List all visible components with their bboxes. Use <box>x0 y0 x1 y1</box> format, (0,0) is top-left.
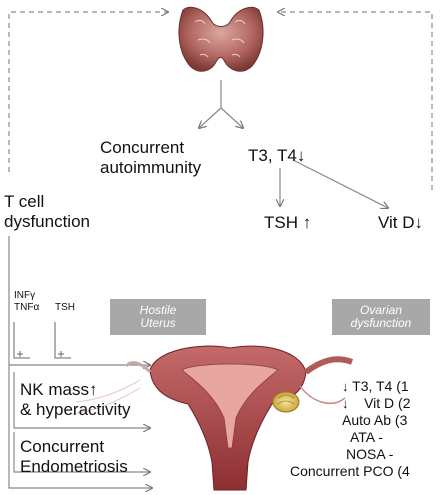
cytokine-graph-label: INFγ TNFα <box>14 290 40 313</box>
ovarian-factor-item: ATA - <box>350 429 383 445</box>
thyroid-split-arrows <box>199 80 243 128</box>
uterus-image <box>69 345 354 491</box>
ovarian-factor-item: Auto Ab (3 <box>342 412 408 428</box>
cytokine-mini-graph <box>13 322 30 359</box>
ovarian-factor-item: NOSA - <box>346 446 394 462</box>
up-arrow-icon: ↑ <box>302 213 312 232</box>
dashed-feedback-right <box>278 12 433 190</box>
tsh-label: TSH ↑ <box>264 213 312 232</box>
down-arrow-icon: ↓ <box>342 396 349 411</box>
down-arrow-icon: ↓ <box>296 146 306 165</box>
endometriosis-bracket <box>13 432 150 472</box>
nk-bracket <box>13 372 150 428</box>
thyroid-gland-image <box>178 6 264 72</box>
ovarian-dysfunction-box: Ovarian dysfunction <box>332 299 430 335</box>
ovarian-factor-item: ↓ T3, T4 (1 <box>342 378 409 394</box>
ovarian-factor-item: ↓ Vit D (2 <box>342 395 411 411</box>
hostile-uterus-box: Hostile Uterus <box>110 299 206 335</box>
t-cell-dysfunction-label: T cell dysfunction <box>4 192 90 231</box>
dashed-feedback-left <box>8 12 168 172</box>
tsh-mini-graph <box>54 322 71 359</box>
tsh-graph-label: TSH <box>55 302 75 313</box>
down-arrow-icon: ↓ <box>342 379 349 394</box>
t3-t4-outgoing-arrows <box>280 159 388 208</box>
t3-t4-label: T3, T4↓ <box>248 146 306 165</box>
down-arrow-icon: ↓ <box>414 213 424 232</box>
concurrent-autoimmunity-label: Concurrent autoimmunity <box>100 138 202 177</box>
ovarian-factor-item: Concurrent PCO (4 <box>290 463 410 479</box>
up-arrow-icon: ↑ <box>88 380 98 399</box>
vit-d-label: Vit D↓ <box>378 213 424 232</box>
ovarian-factor-list: ↓ T3, T4 (1 ↓ Vit D (2 Auto Ab (3 ATA - … <box>290 378 436 480</box>
concurrent-endometriosis-label: Concurrent Endometriosis <box>20 437 128 476</box>
nk-mass-label: NK mass↑ & hyperactivity <box>20 380 131 419</box>
